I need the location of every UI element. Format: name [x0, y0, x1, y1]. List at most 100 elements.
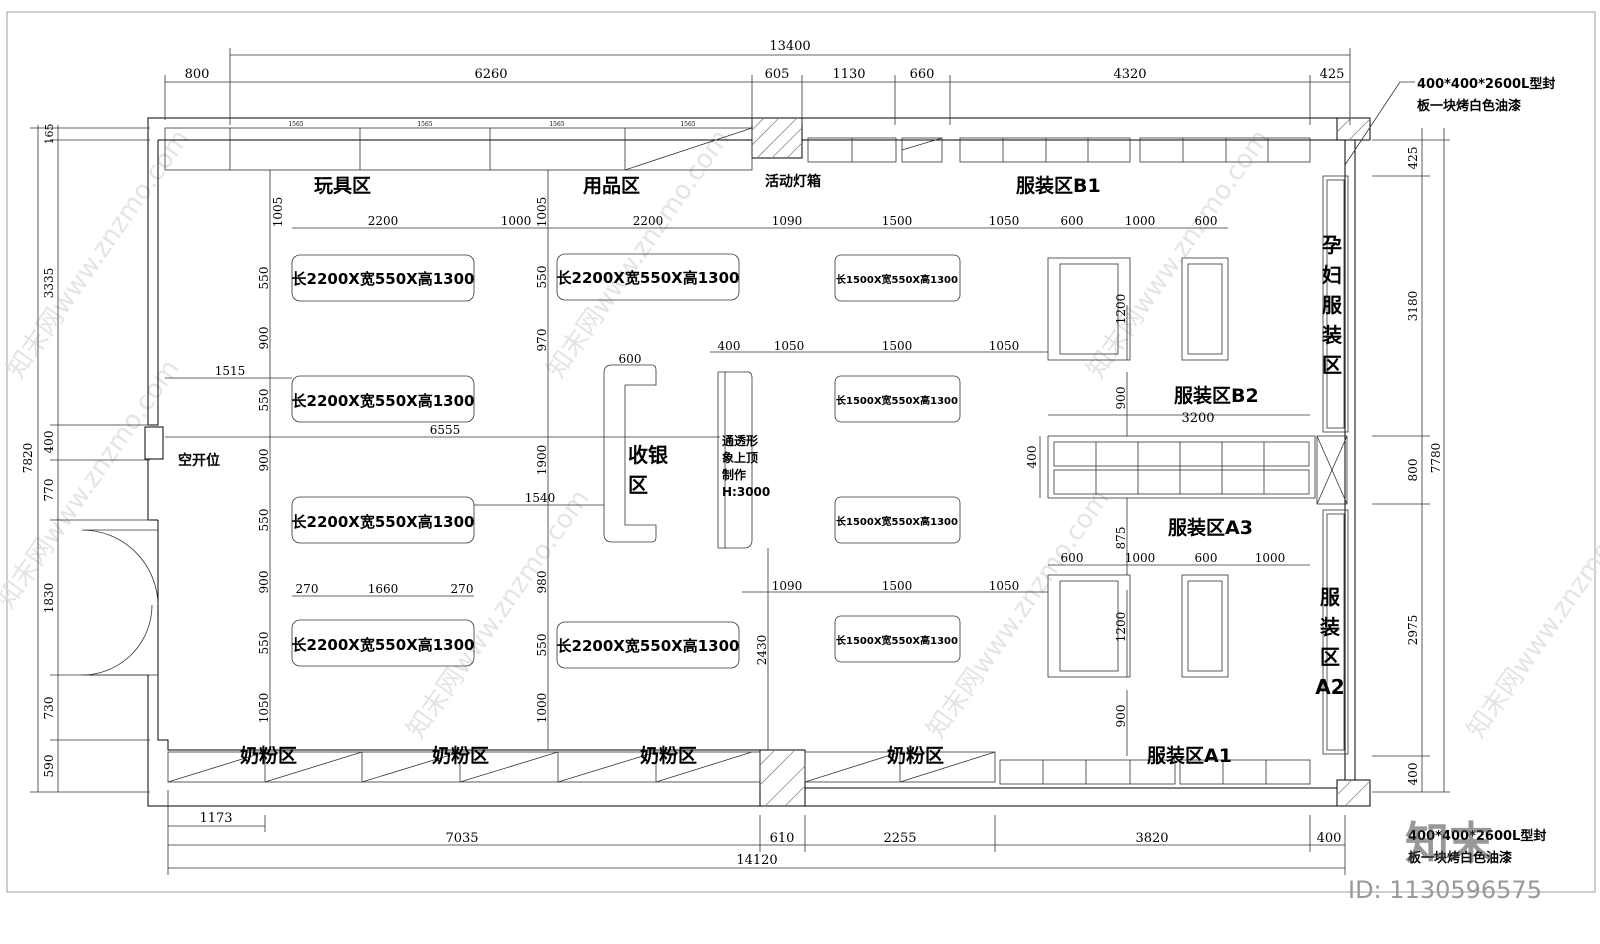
switch-label: 空开位 — [178, 452, 220, 469]
shelf-label: 长2200X宽550X高1300 — [557, 637, 740, 655]
small-shelves: 长1500X宽550X高1300 长1500X宽550X高1300 长1500X… — [834, 254, 961, 663]
dim-interior: 1000 — [1255, 551, 1286, 565]
zone-a2-char: A2 — [1315, 675, 1344, 699]
dim-interior: 1200 — [1114, 612, 1128, 643]
dim-interior: 1500 — [882, 214, 913, 228]
callout-text: 板一块烤白色油漆 — [1408, 850, 1512, 866]
dim-interior: 3200 — [1181, 411, 1214, 426]
dim-interior: 1500 — [882, 339, 913, 353]
zone-supplies-label: 用品区 — [583, 175, 640, 197]
zone-maternity-char: 妇 — [1322, 263, 1342, 287]
dim-interior: 1005 — [535, 197, 549, 228]
dim-right: 400 — [1406, 763, 1420, 786]
watermark-text: 知末网www.znzmo.com — [1461, 484, 1600, 744]
callout-text: 400*400*2600L型封 — [1408, 828, 1546, 844]
zone-cashier-label: 收银 — [628, 443, 669, 467]
dim-right: 800 — [1406, 459, 1420, 482]
dim-bottom: 2255 — [883, 831, 916, 846]
watermark-text: 知末网www.znzmo.com — [1, 124, 195, 384]
zone-maternity-label: 孕 妇 服 装 区 — [1321, 233, 1343, 377]
right-shelving — [1316, 175, 1349, 755]
dim-interior: 1540 — [525, 491, 556, 505]
dim-interior: 1200 — [1114, 294, 1128, 325]
dim-left: 590 — [42, 755, 56, 778]
dim-left: 165 — [43, 124, 56, 145]
shelf-unit: 长2200X宽550X高1300 — [557, 253, 740, 301]
zone-milk-label: 奶粉区 — [640, 744, 697, 767]
zone-maternity-char: 服 — [1322, 293, 1343, 317]
dim-interior: 1900 — [535, 445, 549, 476]
dim-interior: 1000 — [535, 693, 549, 724]
dimension-lines — [30, 48, 1450, 875]
dim-right: 425 — [1406, 147, 1420, 170]
zone-clothing-a3-label: 服装区A3 — [1168, 516, 1253, 539]
dim-interior: 1050 — [989, 339, 1020, 353]
dim-top: 660 — [910, 67, 935, 82]
switch-box — [144, 426, 164, 460]
shelf-unit: 长1500X宽550X高1300 — [834, 496, 961, 544]
dim-interior: 970 — [535, 329, 549, 352]
dim-interior: 1000 — [1125, 551, 1156, 565]
shelf-label: 长1500X宽550X高1300 — [836, 394, 958, 407]
watermark-text: 知末网www.znzmo.com — [1081, 124, 1275, 384]
dim-interior: 1000 — [501, 214, 532, 228]
shelf-label: 长2200X宽550X高1300 — [292, 513, 475, 531]
dim-interior: 900 — [257, 327, 271, 350]
dim-interior: 1090 — [772, 214, 803, 228]
drawing-frame — [6, 11, 1596, 893]
dim-interior: 550 — [257, 632, 271, 655]
lightbox-label: 活动灯箱 — [765, 173, 821, 190]
zone-maternity-char: 孕 — [1322, 233, 1342, 257]
zone-milk-label: 奶粉区 — [240, 744, 297, 767]
dim-interior: 1050 — [989, 579, 1020, 593]
shelf-label: 长2200X宽550X高1300 — [557, 269, 740, 287]
shelf-label: 长1500X宽550X高1300 — [836, 273, 958, 286]
dim-left: 1830 — [42, 583, 56, 614]
ceiling-note: H:3000 — [722, 485, 770, 499]
zone-maternity-char: 区 — [1322, 353, 1342, 377]
dim-bottom: 7035 — [445, 831, 478, 846]
dim-interior: 400 — [1025, 446, 1039, 469]
dim-top: 1130 — [832, 67, 865, 82]
dim-interior: 6555 — [430, 423, 461, 437]
zone-clothing-b2-label: 服装区B2 — [1174, 384, 1259, 407]
watermark-id: ID: 1130596575 — [1348, 876, 1542, 904]
callout-text: 板一块烤白色油漆 — [1417, 98, 1521, 114]
dim-top: 605 — [765, 67, 790, 82]
dim-interior: 1000 — [1125, 214, 1156, 228]
zone-toys-label: 玩具区 — [314, 175, 371, 197]
dim-interior: 2200 — [368, 214, 399, 228]
dim-bottom: 610 — [770, 831, 795, 846]
watermark-brand: 知末 ID: 1130596575 — [1348, 818, 1542, 904]
dim-interior: 900 — [257, 571, 271, 594]
shelf-unit: 长1500X宽550X高1300 — [834, 375, 961, 423]
zone-a2-char: 服 — [1320, 585, 1341, 609]
dim-interior: 600 — [1195, 551, 1218, 565]
dim-total-top: 13400 — [769, 39, 810, 54]
zone-clothing-a1-label: 服装区A1 — [1147, 744, 1232, 767]
dim-interior: 875 — [1114, 527, 1128, 550]
dim-interior: 1500 — [882, 579, 913, 593]
dim-interior: 1050 — [257, 693, 271, 724]
cashier-counter — [603, 364, 753, 549]
dim-tiny: 1565 — [417, 121, 432, 128]
zone-a2-char: 区 — [1320, 645, 1340, 669]
shelf-label: 长2200X宽550X高1300 — [292, 270, 475, 288]
zone-labels: 玩具区 用品区 活动灯箱 服装区B1 服装区B2 服装区A3 服装区A1 孕 妇… — [178, 173, 1345, 767]
dim-interior: 550 — [257, 267, 271, 290]
dim-interior: 1090 — [772, 579, 803, 593]
dim-interior: 1515 — [215, 364, 246, 378]
shelf-unit: 长2200X宽550X高1300 — [292, 375, 474, 423]
dim-left: 770 — [42, 479, 56, 502]
callout-text: 400*400*2600L型封 — [1417, 76, 1555, 92]
shelf-unit: 长1500X宽550X高1300 — [834, 615, 961, 663]
dim-interior: 550 — [535, 634, 549, 657]
shelf-label: 长1500X宽550X高1300 — [836, 634, 958, 647]
dim-left: 400 — [42, 431, 56, 454]
dim-top: 6260 — [474, 67, 507, 82]
dim-interior: 1050 — [774, 339, 805, 353]
clothing-racks — [1047, 257, 1316, 678]
callouts: 400*400*2600L型封 板一块烤白色油漆 400*400*2600L型封… — [1344, 76, 1555, 866]
dim-top: 425 — [1320, 67, 1345, 82]
